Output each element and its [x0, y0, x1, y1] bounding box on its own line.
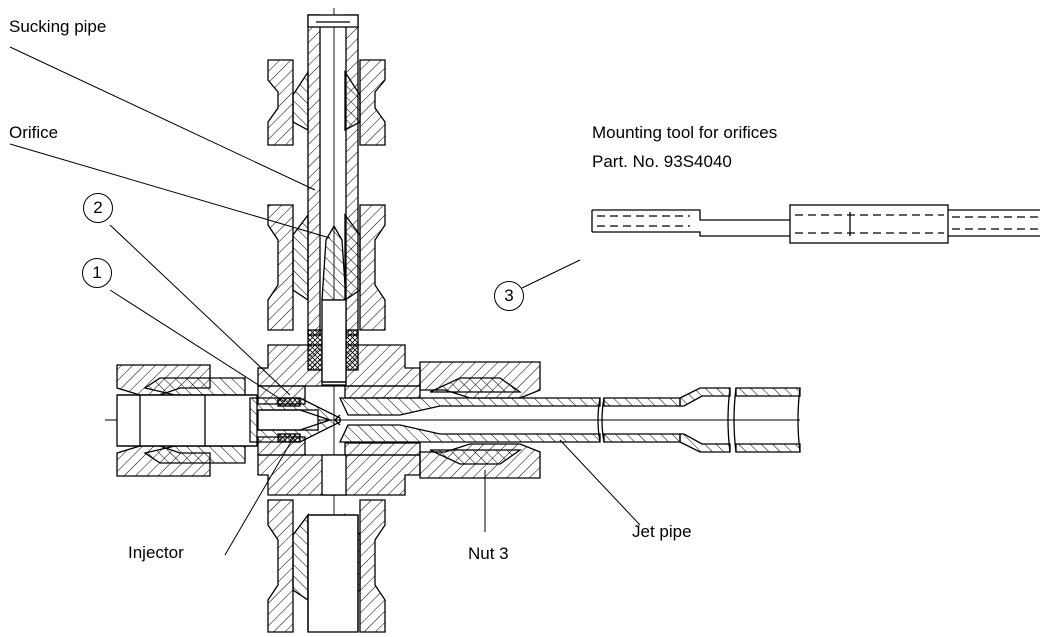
label-jet-pipe: Jet pipe: [632, 522, 692, 541]
callout-3: 3: [494, 281, 524, 311]
mounting-tool-title: Mounting tool for orifices: [592, 123, 778, 142]
leader-lines: [9, 46, 641, 556]
mounting-tool-part-number: Part. No. 93S4040: [592, 152, 732, 171]
label-nut-3: Nut 3: [468, 544, 509, 563]
mounting-tool-drawing: [591, 204, 1040, 244]
callout-2: 2: [83, 193, 113, 223]
label-orifice: Orifice: [9, 123, 59, 142]
label-injector: Injector: [128, 543, 184, 562]
jet-pipe: [338, 397, 601, 416]
label-sucking-pipe: Sucking pipe: [9, 17, 107, 36]
callout-1: 1: [82, 258, 112, 288]
